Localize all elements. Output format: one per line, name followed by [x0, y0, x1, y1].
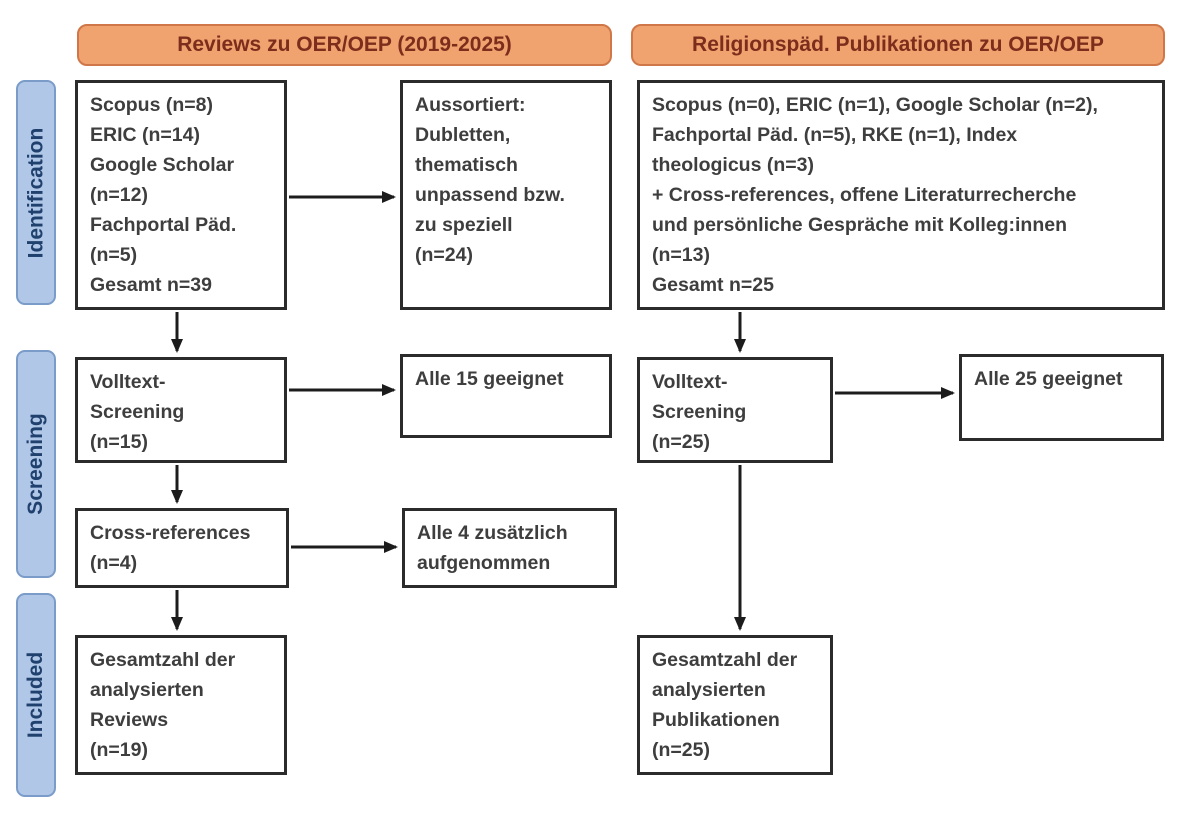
header-left-label: Reviews zu OER/OEP (2019-2025) [177, 33, 512, 56]
header-right-label: Religionspäd. Publikationen zu OER/OEP [692, 33, 1104, 56]
stage-identification-label: Identification [24, 127, 48, 258]
header-right: Religionspäd. Publikationen zu OER/OEP [631, 24, 1165, 66]
box-total-right: Gesamtzahl der analysierten Publikatione… [637, 635, 833, 775]
stage-included: Included [16, 593, 56, 797]
box-cross-references: Cross-references (n=4) [75, 508, 289, 588]
header-left: Reviews zu OER/OEP (2019-2025) [77, 24, 612, 66]
box-total-left: Gesamtzahl der analysierten Reviews (n=1… [75, 635, 287, 775]
box-eligible-right: Alle 25 geeignet [959, 354, 1164, 441]
stage-screening-label: Screening [24, 413, 48, 515]
box-fulltext-left: Volltext- Screening (n=15) [75, 357, 287, 463]
box-right-sources: Scopus (n=0), ERIC (n=1), Google Scholar… [637, 80, 1165, 310]
box-sorted-out: Aussortiert: Dubletten, thematisch unpas… [400, 80, 612, 310]
box-cross-included: Alle 4 zusätzlich aufgenommen [402, 508, 617, 588]
box-fulltext-right: Volltext- Screening (n=25) [637, 357, 833, 463]
stage-included-label: Included [24, 651, 47, 739]
box-left-sources: Scopus (n=8) ERIC (n=14) Google Scholar … [75, 80, 287, 310]
stage-screening: Screening [16, 350, 56, 578]
box-eligible-left: Alle 15 geeignet [400, 354, 612, 438]
stage-identification: Identification [16, 80, 56, 305]
